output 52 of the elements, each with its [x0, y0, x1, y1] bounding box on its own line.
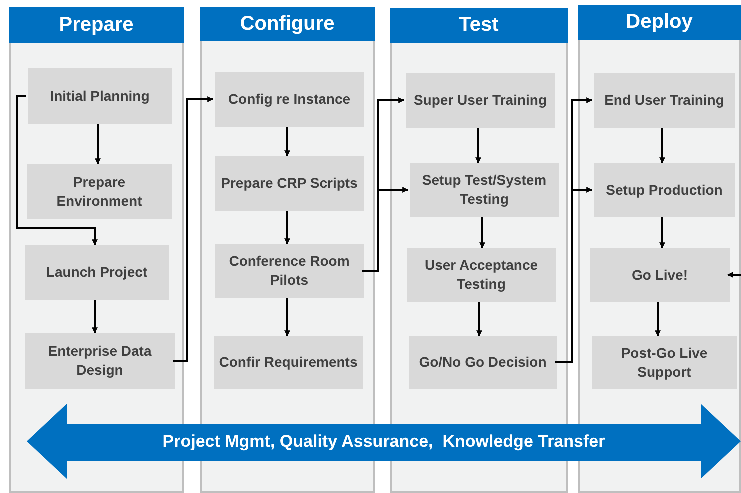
- process-box: [25, 245, 169, 300]
- phase-header: Prepare: [9, 7, 184, 43]
- step-label: End User Training: [604, 91, 726, 110]
- process-box: [27, 164, 172, 219]
- phase-header: Deploy: [578, 5, 741, 40]
- process-box: [25, 333, 175, 389]
- arrow: [660, 217, 666, 249]
- step-label: Config re Instance: [227, 90, 352, 109]
- process-box: [592, 336, 737, 389]
- process-box: [214, 336, 363, 389]
- process-box: [409, 336, 557, 389]
- arrow: [16, 95, 98, 246]
- step-label: Go Live!: [630, 266, 689, 284]
- process-box: [410, 163, 559, 217]
- step-label: Go/No Go Decision: [418, 353, 548, 372]
- step-label: Launch Project: [45, 263, 149, 282]
- step-label: Enterprise Data Design: [47, 342, 153, 380]
- step-label: Conference Room Pilots: [228, 252, 351, 290]
- arrow: [95, 124, 101, 165]
- double-arrow-banner: [27, 404, 741, 479]
- process-box: [594, 163, 735, 217]
- process-box: [215, 72, 364, 127]
- step-label: Post-Go Live Support: [620, 344, 709, 382]
- arrow: [284, 127, 290, 157]
- step-label: Initial Planning: [49, 86, 151, 106]
- process-box: [28, 68, 172, 124]
- arrow: [476, 302, 482, 337]
- process-box: [407, 248, 556, 302]
- phase-header: Configure: [200, 7, 375, 41]
- arrow: [727, 272, 741, 278]
- step-label: Prepare Environment: [56, 172, 144, 210]
- banner-label: Project Mgmt, Quality Assurance, Knowledge Transfer: [162, 430, 606, 453]
- process-box: [590, 248, 730, 302]
- step-label: Super User Training: [412, 91, 548, 110]
- process-box: [215, 156, 364, 211]
- step-label: Confir Requirements: [218, 353, 359, 372]
- process-box: [406, 73, 555, 128]
- phase-header: Test: [390, 8, 568, 43]
- step-label: Setup Production: [605, 180, 724, 200]
- arrow: [92, 300, 98, 334]
- arrow: [476, 128, 482, 164]
- arrow: [284, 298, 290, 337]
- process-box: [215, 244, 364, 298]
- arrow: [284, 211, 290, 245]
- process-box: [594, 73, 735, 128]
- arrow: [480, 217, 486, 249]
- step-label: Setup Test/System Testing: [421, 171, 548, 209]
- step-label: User Acceptance Testing: [424, 256, 540, 294]
- step-label: Prepare CRP Scripts: [220, 174, 359, 193]
- arrow: [655, 302, 661, 337]
- arrow: [660, 128, 666, 164]
- arrow: [173, 96, 214, 362]
